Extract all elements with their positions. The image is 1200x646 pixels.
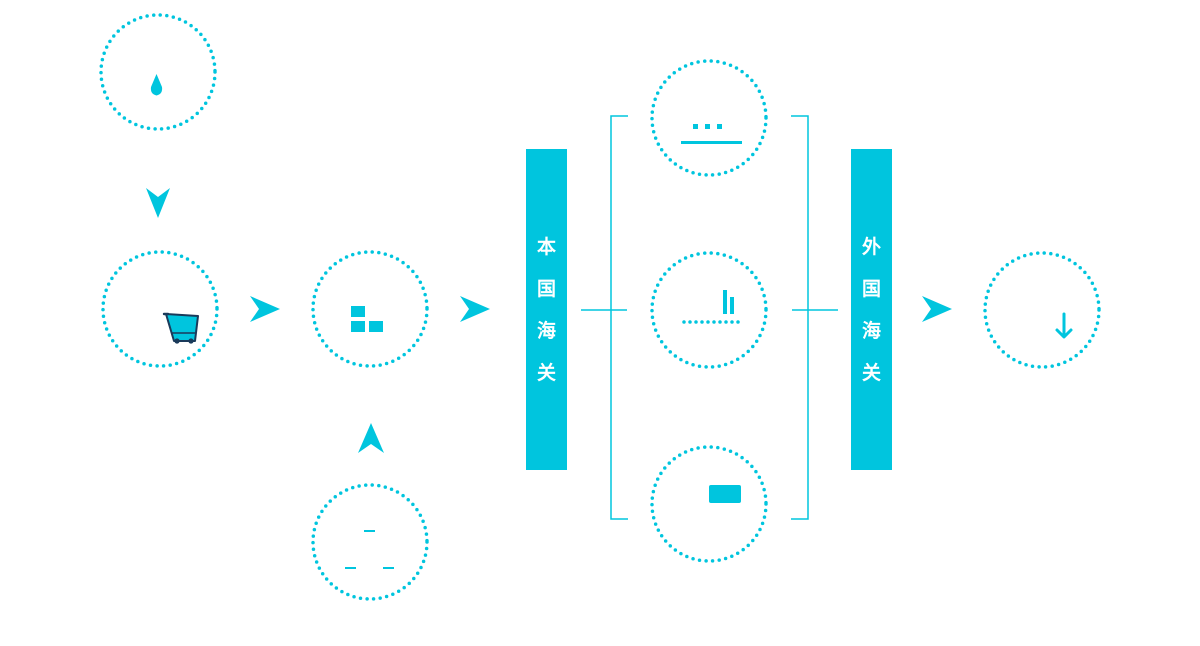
arrow-down <box>146 188 170 218</box>
customs-char: 关 <box>536 361 556 384</box>
dotted-circle <box>311 483 429 601</box>
dotted-circle <box>101 250 219 368</box>
dots-line-icon <box>681 124 742 144</box>
foreign-customs-bar-bg <box>851 149 892 470</box>
drop-icon <box>150 74 163 96</box>
dotted-circle <box>650 445 768 563</box>
dotted-circle <box>311 250 429 368</box>
node-bottom-right <box>650 445 768 563</box>
rectangle-icon <box>709 485 741 503</box>
arrow-right-to-final <box>922 296 952 322</box>
foreign-customs-label: 外 国 海 关 <box>851 149 892 470</box>
bracket-left <box>610 115 628 520</box>
node-final <box>983 251 1101 369</box>
bracket-right <box>791 115 809 520</box>
customs-char: 海 <box>536 319 556 342</box>
customs-char: 本 <box>536 235 556 258</box>
domestic-customs-bar-bg <box>526 149 567 470</box>
node-middle-right <box>650 251 768 369</box>
customs-char: 国 <box>861 277 881 300</box>
shopping-cart-icon <box>162 312 199 344</box>
dotted-circle <box>99 13 217 131</box>
node-top-left <box>99 13 217 131</box>
arrow-up <box>358 423 384 453</box>
node-cart <box>101 250 219 368</box>
dotted-circle <box>983 251 1101 369</box>
dotted-circle <box>650 251 768 369</box>
bar-chart-icon <box>682 290 742 324</box>
node-top-right <box>650 59 768 177</box>
dashes-icon <box>345 530 394 569</box>
node-warehouse <box>311 250 429 368</box>
arrow-right-cart-to-warehouse <box>250 296 280 322</box>
boxes-icon <box>351 306 383 332</box>
customs-char: 外 <box>861 235 881 258</box>
down-arrow-icon <box>1055 312 1073 339</box>
dotted-circle <box>650 59 768 177</box>
arrow-right-to-customs <box>460 296 490 322</box>
node-bottom <box>311 483 429 601</box>
domestic-customs-label: 本 国 海 关 <box>526 149 567 470</box>
customs-char: 海 <box>861 319 881 342</box>
customs-char: 国 <box>536 277 556 300</box>
customs-char: 关 <box>861 361 881 384</box>
